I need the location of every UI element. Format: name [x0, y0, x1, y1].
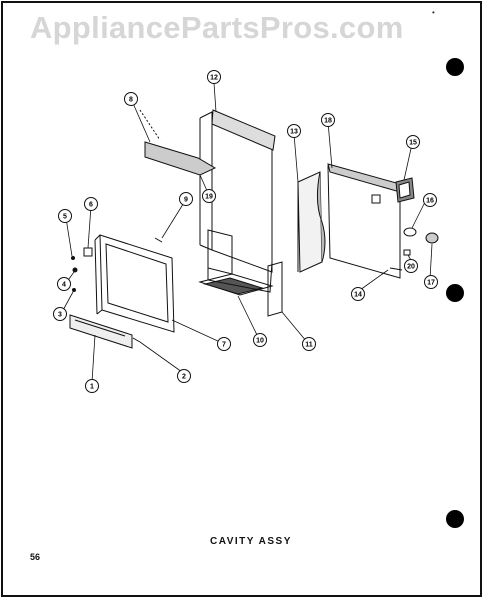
part-2-screw: [132, 337, 141, 343]
svg-text:10: 10: [256, 338, 264, 345]
part-8-top-cover: [139, 109, 217, 176]
svg-text:20: 20: [407, 264, 415, 271]
svg-text:14: 14: [354, 292, 362, 299]
svg-text:15: 15: [409, 140, 417, 147]
callout-17: 17: [424, 275, 438, 289]
svg-text:8: 8: [129, 97, 133, 104]
svg-text:3: 3: [58, 312, 62, 319]
callout-12: 12: [207, 70, 221, 84]
part-20-clip: [403, 249, 411, 256]
part-3-fastener: [72, 288, 76, 292]
part-13-insulation: [297, 171, 326, 273]
binder-hole-bottom: [446, 510, 464, 528]
part-12-back-panel: [199, 109, 276, 273]
callout-16: 16: [423, 193, 437, 207]
diagram-caption: CAVITY ASSY: [210, 536, 292, 547]
svg-text:12: 12: [210, 75, 218, 82]
callout-markers: 1 2 3 4 5 6 7: [53, 70, 438, 393]
svg-text:13: 13: [290, 129, 298, 136]
svg-text:18: 18: [324, 118, 332, 125]
callout-6: 6: [84, 197, 98, 211]
watermark-logo: AppliancePartsPros.com: [30, 10, 404, 45]
callout-18: 18: [321, 113, 335, 127]
svg-text:16: 16: [426, 198, 434, 205]
cavity-inner-box: [207, 229, 273, 293]
callout-11: 11: [302, 337, 316, 351]
svg-text:5: 5: [63, 214, 67, 221]
callout-1: 1: [85, 379, 99, 393]
part-4-fastener: [72, 267, 78, 273]
svg-text:1: 1: [90, 384, 94, 391]
svg-text:9: 9: [184, 197, 188, 204]
callout-10: 10: [253, 333, 267, 347]
svg-text:4: 4: [62, 282, 66, 289]
part-7-front-frame: [94, 234, 175, 333]
svg-text:17: 17: [427, 280, 435, 287]
callout-8: 8: [124, 92, 138, 106]
part-16-socket: [403, 227, 417, 237]
callout-5: 5: [58, 209, 72, 223]
callout-3: 3: [53, 307, 67, 321]
binder-hole-top: [446, 58, 464, 76]
binder-hole-middle: [446, 284, 464, 302]
corner-mark: •: [432, 8, 435, 17]
svg-text:19: 19: [205, 194, 213, 201]
svg-text:11: 11: [305, 342, 313, 349]
part-6-plate: [83, 247, 93, 257]
callout-20: 20: [404, 259, 418, 273]
part-18-side-panel: [327, 163, 403, 279]
callout-2: 2: [177, 369, 191, 383]
part-1-control-strip: [69, 314, 133, 349]
callout-19: 19: [202, 189, 216, 203]
callout-15: 15: [406, 135, 420, 149]
svg-text:6: 6: [89, 202, 93, 209]
part-5-fastener: [71, 256, 75, 260]
callout-4: 4: [57, 277, 71, 291]
leader-lines: [61, 82, 433, 383]
callout-14: 14: [351, 287, 365, 301]
svg-text:2: 2: [182, 374, 186, 381]
part-15-gasket: [395, 177, 415, 203]
page-number: 56: [30, 552, 41, 562]
part-17-lamp: [425, 232, 439, 244]
svg-text:7: 7: [222, 342, 226, 349]
part-9-screw: [154, 237, 163, 243]
callout-9: 9: [179, 192, 193, 206]
callout-13: 13: [287, 124, 301, 138]
part-10-cavity-floor: [198, 273, 274, 296]
callout-7: 7: [217, 337, 231, 351]
